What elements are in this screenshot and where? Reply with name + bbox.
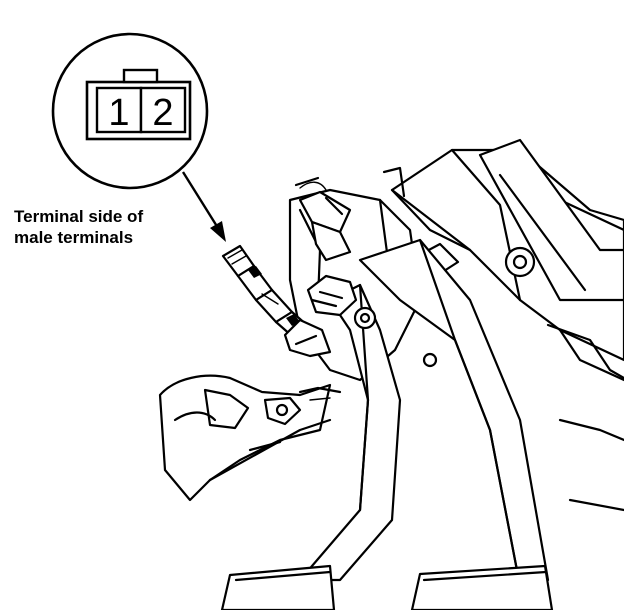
pedal-arms [298, 238, 550, 588]
terminal-side-label-line2: male terminals [14, 228, 134, 247]
clutch-switch-upper [298, 181, 352, 262]
pin-2-label: 2 [152, 92, 173, 134]
pedal-pads [220, 564, 554, 610]
terminal-side-label-line1: Terminal side of [14, 207, 144, 226]
clutch-switch-sensor [221, 244, 358, 358]
pin-1-label: 1 [108, 92, 129, 134]
leader-arrow [181, 171, 226, 242]
lower-dash-panel [158, 374, 342, 502]
terminal-side-label: Terminal side of male terminals [14, 206, 143, 248]
connector-callout: 1 2 [51, 32, 209, 190]
